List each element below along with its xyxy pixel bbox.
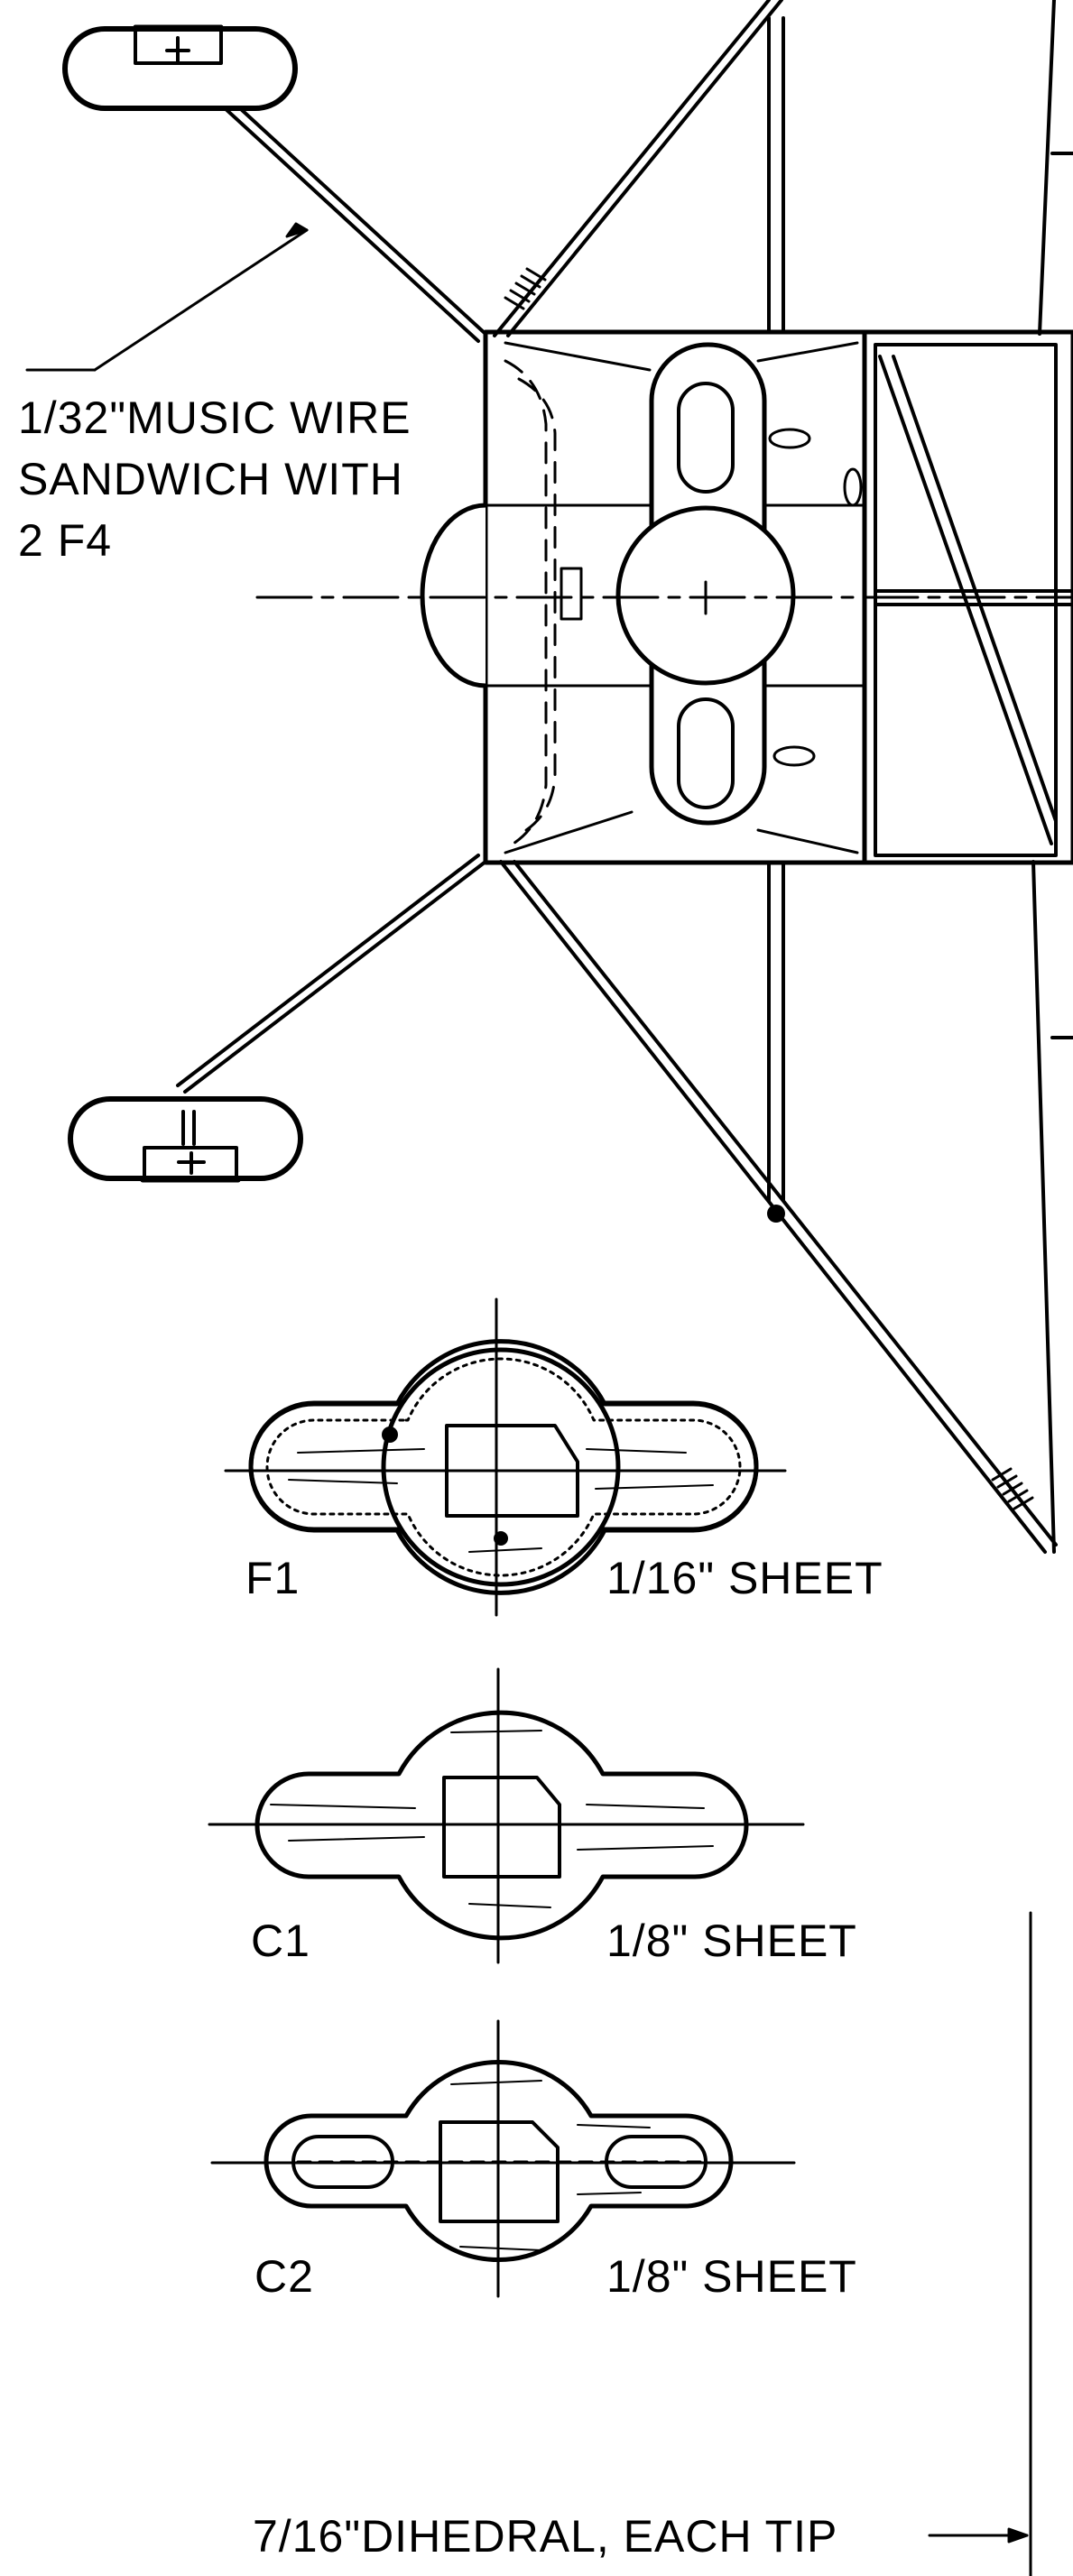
upper-wheel xyxy=(62,24,298,111)
lower-wheel xyxy=(68,1096,303,1183)
part-c1-material: 1/8" SHEET xyxy=(606,1916,857,1966)
wire-note-line-2: SANDWICH WITH xyxy=(18,454,403,504)
front-view xyxy=(25,0,1073,1554)
wire-note: 1/32"MUSIC WIRE SANDWICH WITH 2 F4 xyxy=(18,392,412,566)
part-f1-material: 1/16" SHEET xyxy=(606,1553,883,1603)
part-c2-label: C2 xyxy=(254,2251,314,2302)
dihedral-note: 7/16"DIHEDRAL, EACH TIP xyxy=(253,2511,837,2562)
wire-note-line-1: 1/32"MUSIC WIRE xyxy=(18,392,412,443)
part-c1-label: C1 xyxy=(251,1916,310,1966)
wire-note-leader xyxy=(25,222,309,372)
part-c1 xyxy=(208,1667,805,1964)
wire-note-line-3: 2 F4 xyxy=(18,515,112,566)
part-f1 xyxy=(224,1297,787,1617)
part-c2-material: 1/8" SHEET xyxy=(606,2251,857,2302)
wing-edge-lines xyxy=(1031,0,1073,1554)
part-f1-label: F1 xyxy=(245,1553,300,1603)
landing-gear-legs xyxy=(176,97,487,1094)
part-c2 xyxy=(210,2019,796,2298)
dihedral-dimension xyxy=(928,1911,1032,2576)
